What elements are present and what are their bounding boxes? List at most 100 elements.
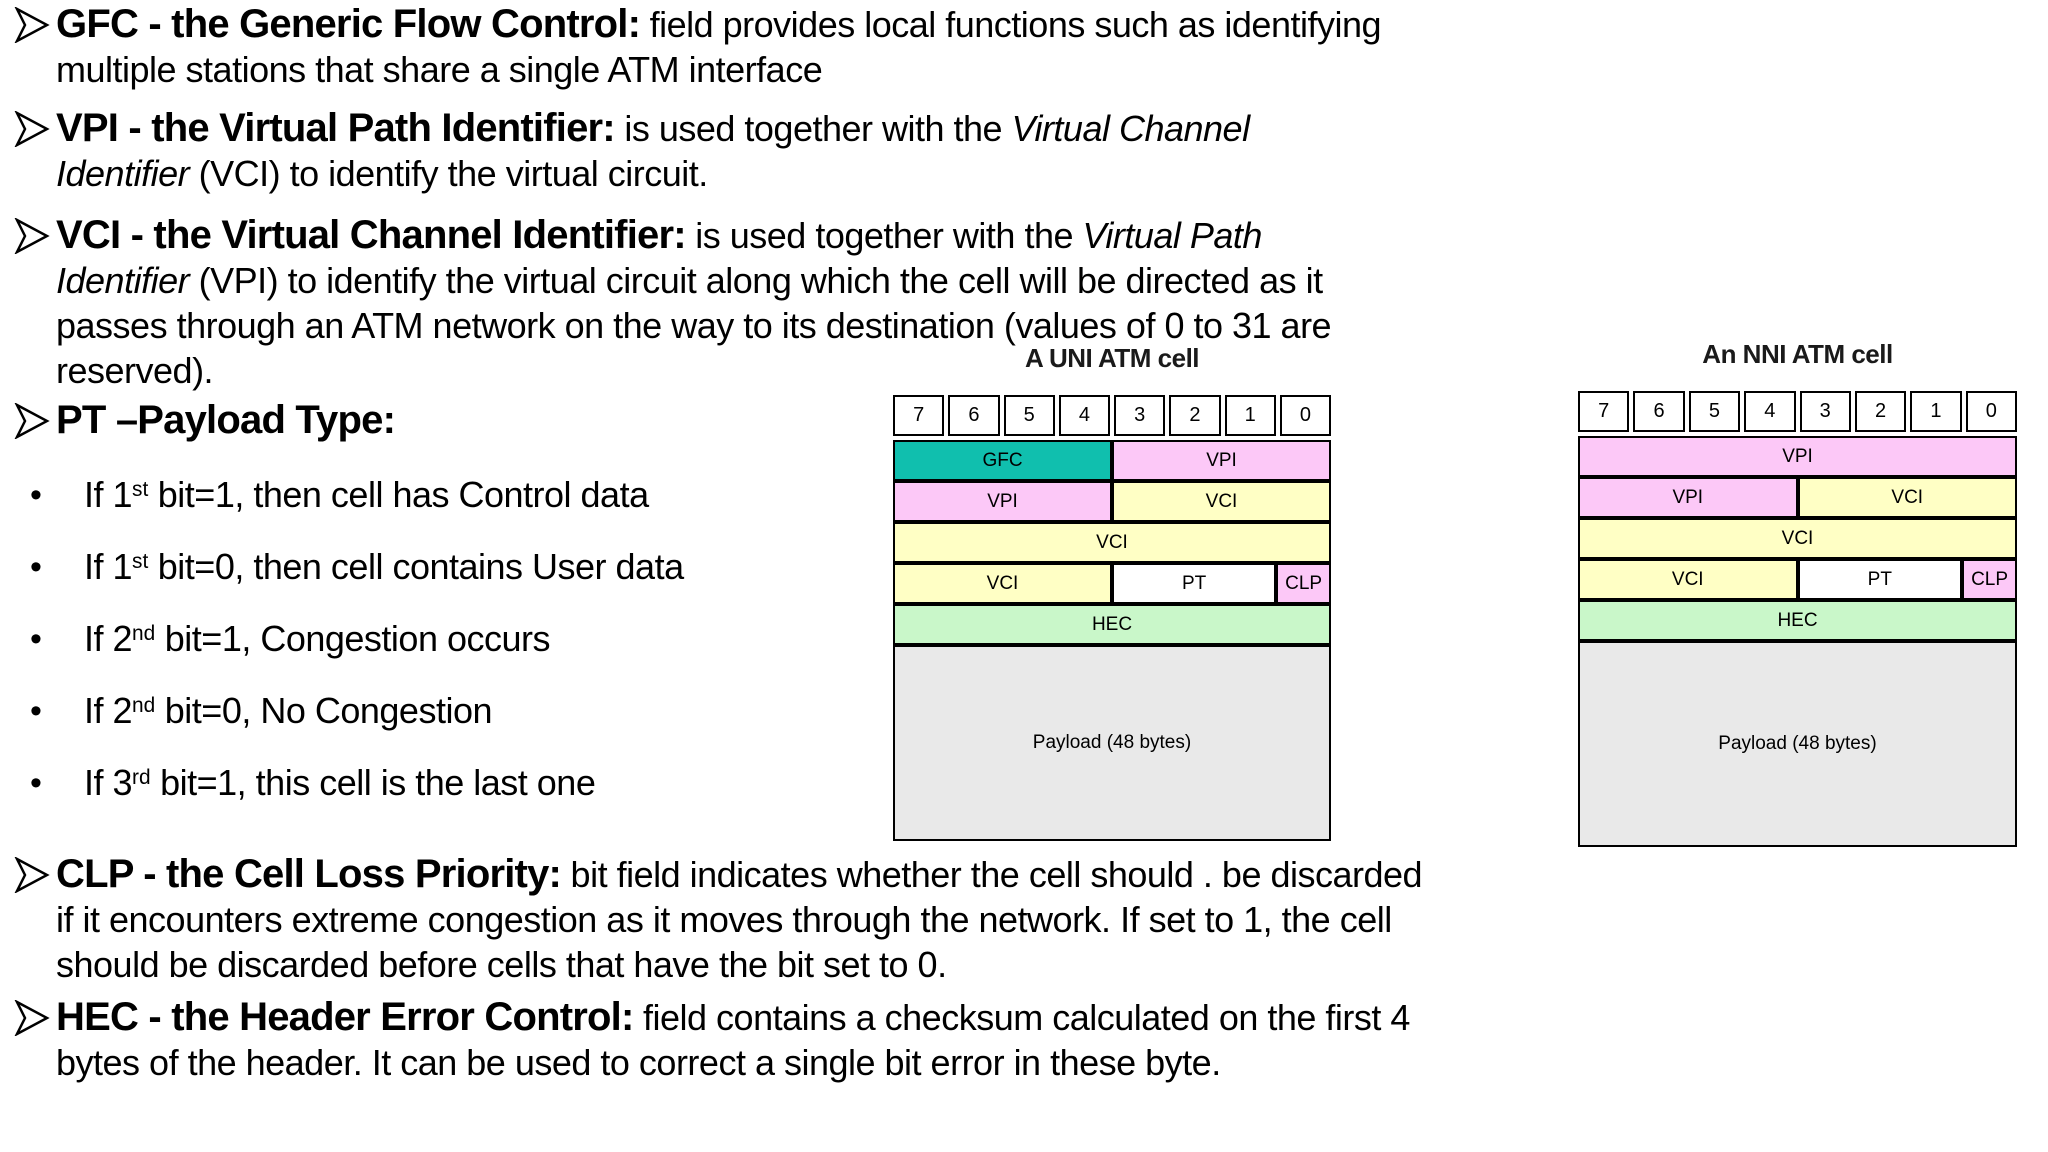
field-cell-vci: VCI — [1578, 559, 1798, 600]
vci-line-1: VCI - the Virtual Channel Identifier: is… — [14, 213, 1331, 258]
clp-heading: CLP - the Cell Loss Priority: — [56, 852, 562, 896]
field-cell-vci: VCI — [1797, 477, 2017, 518]
bullet-text: bit=0, No Congestion — [155, 690, 493, 731]
field-cell-pt: PT — [1797, 559, 1963, 600]
vpi-heading: VPI - the Virtual Path Identifier: — [56, 106, 616, 150]
bit-2: 2 — [1854, 391, 1907, 432]
hec-line-1: HEC - the Header Error Control: field co… — [14, 995, 1410, 1040]
field-cell-vci: VCI — [893, 522, 1331, 563]
vci-body-italic: Virtual Path — [1082, 215, 1263, 256]
section-pt: PT –Payload Type: — [14, 398, 396, 443]
section-vci: VCI - the Virtual Channel Identifier: is… — [14, 213, 1332, 393]
bullet-text: If 2 — [84, 690, 133, 731]
bullet-text: bit=0, then cell contains User data — [148, 546, 684, 587]
bullet-text: bit=1, this cell is the last one — [150, 762, 596, 803]
field-cell-hec: HEC — [893, 604, 1331, 645]
section-clp: CLP - the Cell Loss Priority: bit field … — [14, 852, 1423, 987]
bullet-ordinal-suffix: rd — [132, 765, 151, 789]
bit-3: 3 — [1799, 391, 1851, 432]
arrow-bullet-icon — [14, 111, 50, 147]
bit-5: 5 — [1003, 395, 1055, 436]
vci-heading: VCI - the Virtual Channel Identifier: — [56, 213, 687, 257]
vci-line-3: passes through an ATM network on the way… — [56, 305, 1332, 346]
bullet-text: If 1 — [84, 546, 133, 587]
arrow-bullet-icon — [14, 1000, 50, 1036]
clp-line-3: should be discarded before cells that ha… — [56, 944, 947, 985]
field-cell-pt: PT — [1112, 563, 1277, 604]
vci-line2-italic: Identifier — [56, 260, 190, 301]
bullet-ordinal-suffix: nd — [132, 693, 156, 717]
diagram-title: A UNI ATM cell — [1024, 343, 1200, 373]
arrow-bullet-icon — [14, 857, 50, 893]
bit-2: 2 — [1169, 395, 1221, 436]
bullet-text: If 1 — [84, 474, 133, 515]
field-cell-vpi: VPI — [1578, 436, 2017, 477]
bullet-dot: • — [30, 692, 42, 730]
clp-line-1: CLP - the Cell Loss Priority: bit field … — [14, 852, 1423, 897]
field-row: VCI — [1578, 518, 2017, 559]
field-row: HEC — [1578, 600, 2017, 641]
bit-6: 6 — [1633, 391, 1685, 432]
field-cell-vpi: VPI — [1578, 477, 1798, 518]
hec-line-2: bytes of the header. It can be used to c… — [56, 1042, 1221, 1083]
gfc-line-1: GFC - the Generic Flow Control: field pr… — [14, 2, 1382, 47]
bullet-dot: • — [30, 764, 42, 802]
bullet-ordinal-suffix: st — [132, 549, 149, 573]
section-gfc: GFC - the Generic Flow Control: field pr… — [14, 2, 1382, 92]
vci-line-2: Identifier (VPI) to identify the virtual… — [56, 258, 1331, 303]
pt-bullet-list: •If 1st bit=1, then cell has Control dat… — [30, 462, 684, 822]
bullet-dot: • — [30, 548, 42, 586]
bullet-dot: • — [30, 476, 42, 514]
clp-body: bit field indicates whether the cell sho… — [561, 854, 1423, 895]
vci-body: is used together with the — [685, 215, 1083, 256]
field-row: VPI — [1578, 436, 2017, 477]
bit-4: 4 — [1744, 391, 1796, 432]
arrow-bullet-icon — [14, 218, 50, 254]
vpi-body: is used together with the — [614, 108, 1012, 149]
bit-7: 7 — [1578, 391, 1630, 432]
pt-title-line: PT –Payload Type: — [14, 398, 396, 443]
arrow-bullet-icon — [14, 7, 50, 43]
pt-bullet-5: •If 3rd bit=1, this cell is the last one — [30, 750, 684, 822]
bullet-ordinal-suffix: st — [132, 477, 149, 501]
bit-0: 0 — [1279, 395, 1331, 436]
arrow-bullet-icon — [14, 403, 50, 439]
vpi-line2-italic: Identifier — [56, 153, 190, 194]
pt-bullet-3: •If 2nd bit=1, Congestion occurs — [30, 606, 684, 678]
bit-5: 5 — [1688, 391, 1741, 432]
bit-7: 7 — [893, 395, 945, 436]
section-vpi: VPI - the Virtual Path Identifier: is us… — [14, 106, 1250, 196]
field-cell-vci: VCI — [893, 563, 1112, 604]
vpi-line-2: Identifier (VCI) to identify the virtual… — [56, 151, 1250, 196]
bullet-ordinal-suffix: nd — [132, 621, 156, 645]
field-cell-vci: VCI — [1578, 518, 2017, 559]
bit-3: 3 — [1114, 395, 1166, 436]
field-cell-hec: HEC — [1578, 600, 2017, 641]
field-cell-vpi: VPI — [1112, 440, 1331, 481]
bit-6: 6 — [948, 395, 1000, 436]
bullet-dot: • — [30, 620, 42, 658]
field-row: VCI — [893, 522, 1331, 563]
bullet-text: bit=1, then cell has Control data — [148, 474, 649, 515]
field-cell-clp: CLP — [1276, 563, 1331, 604]
pt-bullet-2: • If 1st bit=0, then cell contains User d… — [30, 534, 684, 606]
clp-line-2: if it encounters extreme congestion as i… — [56, 899, 1392, 940]
pt-bullet-1: • If 1st bit=1, then cell has Control dat… — [30, 462, 684, 534]
field-cell-vci: VCI — [1112, 481, 1331, 522]
gfc-line-2: multiple stations that share a single AT… — [56, 49, 823, 90]
bit-4: 4 — [1058, 395, 1110, 436]
vpi-line-1: VPI - the Virtual Path Identifier: is us… — [14, 106, 1250, 151]
vci-line2-rest: (VPI) to identify the virtual circuit al… — [189, 260, 1324, 301]
hec-heading: HEC - the Header Error Control: — [56, 995, 634, 1039]
gfc-heading: GFC - the Generic Flow Control: — [56, 2, 641, 46]
payload-cell: Payload (48 bytes) — [1578, 641, 2017, 847]
